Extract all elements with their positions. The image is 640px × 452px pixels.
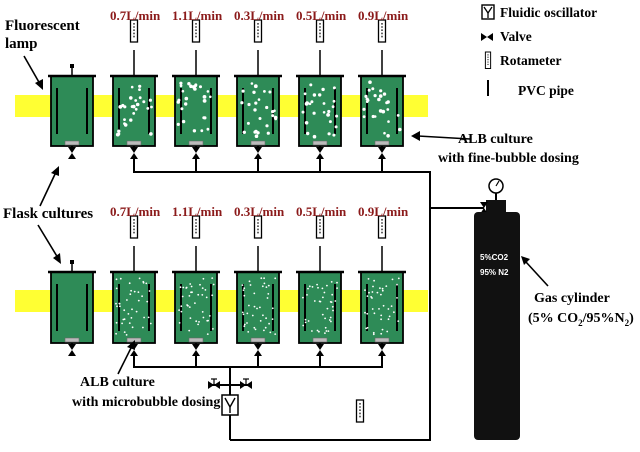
top-rate-5: 0.9L/min	[358, 8, 409, 23]
flask-cultures-label: Flask cultures	[3, 206, 93, 222]
legend-pipe-label: PVC pipe	[518, 83, 574, 98]
top-rate-2: 1.1L/min	[172, 8, 223, 23]
rotameter-top-2	[129, 19, 139, 43]
rotameter-top-4	[253, 19, 263, 43]
flask-top-6	[358, 19, 406, 159]
rotameter-top-3	[191, 19, 201, 43]
lamp-label-line2: lamp	[5, 36, 38, 52]
flask-top-3	[172, 19, 220, 159]
microbubble-label-line1: ALB culture	[80, 375, 155, 390]
valve-bottom-6	[378, 344, 386, 356]
cylinder-gas-line1: 5%CO2	[480, 253, 509, 262]
bottom-rate-4: 0.5L/min	[296, 204, 347, 219]
bottom-rate-5: 0.9L/min	[358, 204, 409, 219]
legend: Fluidic oscillator Valve Rotameter PVC p…	[481, 4, 597, 98]
cylinder-gas-line2: 95% N2	[480, 268, 509, 277]
valve-bottom-3	[192, 344, 200, 356]
flask-top-4	[234, 19, 282, 159]
rotameter-top-6	[377, 19, 387, 43]
top-rate-1: 0.7L/min	[110, 8, 161, 23]
flask-bottom-3	[172, 215, 220, 356]
top-rate-4: 0.5L/min	[296, 8, 347, 23]
valve-bottom-1	[68, 344, 76, 356]
gas-cylinder-label-line2: (5% CO2/95%N2)	[528, 311, 634, 328]
bottom-rate-2: 1.1L/min	[172, 204, 223, 219]
valve-top-2	[130, 147, 138, 159]
rotameter-bottom-feed	[355, 399, 365, 423]
oscillator-legend-icon	[481, 4, 495, 20]
fine-bubble-label-line2: with fine-bubble dosing	[438, 151, 579, 166]
rotameter-bottom-4	[253, 215, 263, 239]
valve-left-feed	[207, 378, 221, 390]
top-rate-labels: 0.7L/min 1.1L/min 0.3L/min 0.5L/min 0.9L…	[110, 8, 409, 23]
rotameter-bottom-2	[129, 215, 139, 239]
flask-bottom-2	[110, 215, 158, 356]
rotameter-bottom-6	[377, 215, 387, 239]
gas-cylinder-label-line1: Gas cylinder	[534, 291, 610, 306]
rotameter-bottom-3	[191, 215, 201, 239]
flask-bottom-5	[296, 215, 344, 356]
fine-bubble-label-line1: ALB culture	[458, 132, 533, 147]
valve-top-3	[192, 147, 200, 159]
valve-right-feed	[239, 378, 253, 390]
bottom-rate-1: 0.7L/min	[110, 204, 161, 219]
fluidic-oscillator	[221, 394, 239, 416]
flask-top-1	[48, 64, 96, 159]
gas-cylinder: 5%CO2 95% N2	[474, 178, 520, 440]
bottom-rate-3: 0.3L/min	[234, 204, 285, 219]
flask-bottom-4	[234, 215, 282, 356]
microbubble-label-line2: with microbubble dosing	[72, 395, 220, 410]
legend-valve-label: Valve	[500, 29, 532, 44]
bottom-rate-labels: 0.7L/min 1.1L/min 0.3L/min 0.5L/min 0.9L…	[110, 204, 409, 219]
lamp-label-line1: Fluorescent	[5, 18, 80, 34]
cylinder-body	[474, 212, 520, 440]
rotameter-bottom-5	[315, 215, 325, 239]
valve-bottom-5	[316, 344, 324, 356]
flask-bottom-6	[358, 215, 406, 356]
valve-top-5	[316, 147, 324, 159]
pipe-network-top	[133, 158, 484, 209]
valve-bottom-4	[254, 344, 262, 356]
flask-top-2	[110, 19, 158, 159]
rotameter-top-5	[315, 19, 325, 43]
valve-top-4	[254, 147, 262, 159]
flask-top-5	[296, 19, 344, 159]
legend-oscillator-label: Fluidic oscillator	[500, 5, 597, 20]
rotameter-legend-icon	[484, 51, 492, 69]
top-rate-3: 0.3L/min	[234, 8, 285, 23]
annotation-arrows	[23, 55, 549, 375]
flask-bottom-1	[48, 260, 96, 356]
valve-legend-icon	[481, 33, 493, 41]
legend-rotameter-label: Rotameter	[500, 53, 561, 68]
valve-top-6	[378, 147, 386, 159]
valve-top-1	[68, 147, 76, 159]
flask-group	[48, 19, 406, 356]
